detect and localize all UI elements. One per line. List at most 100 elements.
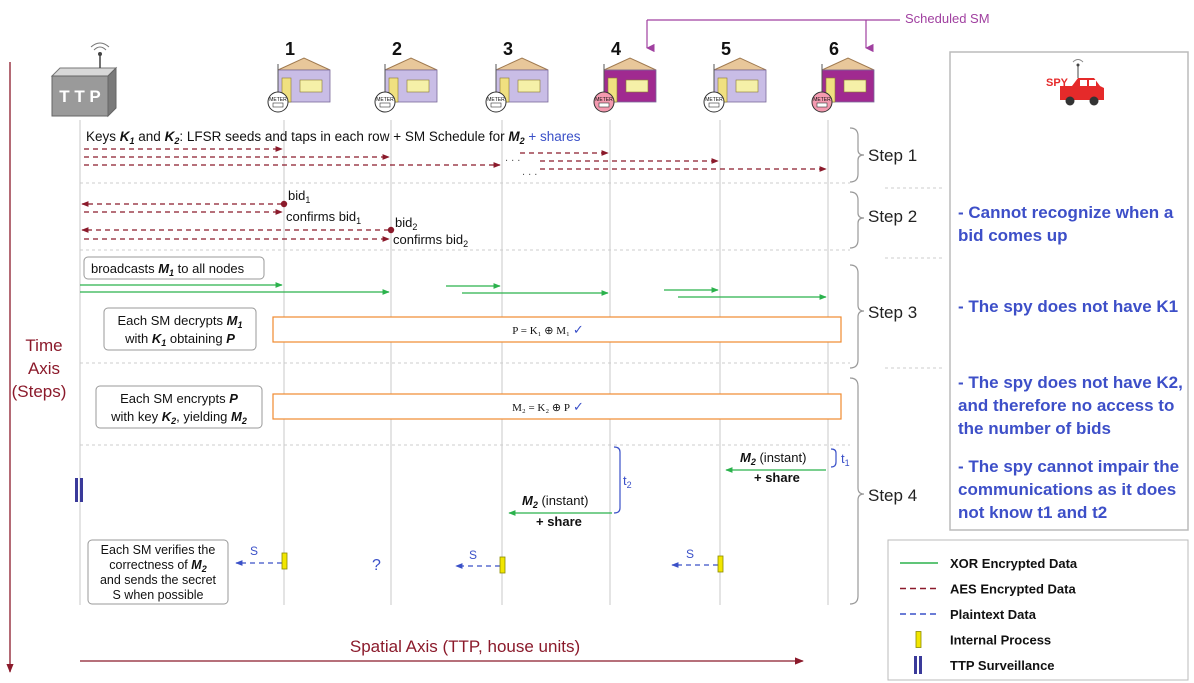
t1-label: t1	[841, 451, 850, 468]
spatial-axis: Spatial Axis (TTP, house units)	[80, 637, 804, 665]
secret-s-2: S	[469, 548, 477, 562]
share-1: + share	[754, 470, 800, 485]
svg-text:METER: METER	[595, 97, 613, 103]
encrypt-line-1: Each SM encrypts P	[120, 391, 238, 406]
decrypt-line-1: Each SM decrypts M1	[118, 313, 243, 330]
internal-process-1	[281, 552, 288, 570]
house-number: 2	[392, 39, 402, 59]
house-number: 6	[829, 39, 839, 59]
step-braces	[849, 127, 865, 605]
meter-icon: METER	[593, 91, 615, 113]
time-axis-line-1: Time	[25, 336, 62, 355]
verify-line-2: correctness of M2	[109, 558, 206, 574]
spy-note-1-line-1: - Cannot recognize when a	[958, 203, 1174, 222]
secret-s-1: S	[250, 544, 258, 558]
svg-text:METER: METER	[705, 97, 723, 103]
step-4-messages: Each SM encrypts P with key K2, yielding…	[75, 385, 850, 605]
legend-item: Plaintext Data	[900, 607, 1037, 622]
m2-instant-2: M2 (instant)	[522, 493, 588, 510]
house-number: 3	[503, 39, 513, 59]
spy-note-3-line-2: and therefore no access to	[958, 396, 1174, 415]
unknown-question-mark: ?	[372, 557, 381, 574]
legend-label: TTP Surveillance	[950, 658, 1055, 673]
encrypt-line-2: with key K2, yielding M2	[110, 409, 247, 426]
step-2-messages: bid1 confirms bid1 bid2 confirms bid2	[81, 188, 468, 249]
share-2: + share	[536, 514, 582, 529]
svg-text:METER: METER	[376, 97, 394, 103]
meter-icon: METER	[485, 91, 507, 113]
spy-note-4-line-1: - The spy cannot impair the	[958, 457, 1179, 476]
step-separators	[80, 182, 945, 446]
legend-label: Internal Process	[950, 633, 1051, 648]
m2-instant-1: M2 (instant)	[740, 450, 806, 467]
time-axis-line-2: Axis	[28, 359, 60, 378]
secret-s-3: S	[686, 547, 694, 561]
confirms-bid-2-label: confirms bid2	[393, 232, 468, 249]
confirms-bid-1-label: confirms bid1	[286, 209, 361, 226]
scheduled-sm-bracket: Scheduled SM	[646, 11, 990, 53]
t2-label: t2	[623, 473, 632, 490]
meter-icon: METER	[374, 91, 396, 113]
step-4-formula: M₂ = K₂ ⊕ P✓	[512, 399, 584, 414]
step-1-dots-1: . . .	[505, 152, 520, 164]
svg-text:METER: METER	[269, 97, 287, 103]
time-axis: Time Axis (Steps)	[6, 62, 67, 673]
spy-panel: SPY - Cannot recognize when a bid comes u…	[949, 51, 1189, 531]
legend-item: XOR Encrypted Data	[900, 556, 1078, 571]
legend-item: AES Encrypted Data	[900, 582, 1076, 597]
time-axis-line-3: (Steps)	[12, 382, 67, 401]
spy-note-4-line-3: not know t1 and t2	[958, 503, 1107, 522]
bid-1-label: bid1	[288, 188, 310, 205]
step-2-label: Step 2	[868, 207, 917, 226]
step-3-formula: P = K₁ ⊕ M₁✓	[512, 322, 583, 337]
house-number: 5	[721, 39, 731, 59]
spatial-axis-label: Spatial Axis (TTP, house units)	[350, 637, 580, 656]
verify-line-3: and sends the secret	[100, 573, 217, 587]
legend-label: Plaintext Data	[950, 607, 1037, 622]
spy-note-2-line-1: - The spy does not have K1	[958, 297, 1178, 316]
step-4-label: Step 4	[868, 486, 917, 505]
spy-note-3-line-1: - The spy does not have K2,	[958, 373, 1183, 392]
meter-icon: METER	[703, 91, 725, 113]
step-1-keys-text: Keys K1 and K2: LFSR seeds and taps in e…	[86, 129, 581, 146]
spy-note-4-line-2: communications as it does	[958, 480, 1176, 499]
spy-note-3-line-3: the number of bids	[958, 419, 1111, 438]
verify-line-1: Each SM verifies the	[101, 543, 216, 557]
spy-car-icon	[1060, 59, 1104, 106]
spy-label: SPY	[1046, 77, 1069, 89]
meter-icon: METER	[811, 91, 833, 113]
scheduled-sm-label: Scheduled SM	[905, 11, 990, 26]
bid-2-label: bid2	[395, 215, 417, 232]
meter-icon: METER	[267, 91, 289, 113]
legend-item: TTP Surveillance	[914, 656, 1055, 674]
svg-text:METER: METER	[487, 97, 505, 103]
ttp-surveillance-marker	[75, 478, 83, 502]
step-1-dots-2: . . .	[522, 166, 537, 178]
step-1-label: Step 1	[868, 146, 917, 165]
step-3-label: Step 3	[868, 303, 917, 322]
decrypt-line-2: with K1 obtaining P	[124, 331, 235, 348]
step-3-messages: broadcasts M1 to all nodes Each SM decry…	[80, 256, 842, 351]
internal-process-5	[717, 555, 724, 573]
ttp-label: T T P	[59, 87, 101, 106]
spy-note-1-line-2: bid comes up	[958, 226, 1068, 245]
step-1-messages: Keys K1 and K2: LFSR seeds and taps in e…	[84, 129, 827, 178]
verify-line-4: S when possible	[112, 588, 203, 602]
legend-item: Internal Process	[915, 631, 1051, 648]
broadcast-label: broadcasts M1 to all nodes	[91, 261, 245, 278]
svg-text:METER: METER	[813, 97, 831, 103]
ttp-node: T T P	[50, 42, 118, 118]
house-number: 4	[611, 39, 621, 59]
internal-process-3	[499, 556, 506, 574]
legend-label: XOR Encrypted Data	[950, 556, 1078, 571]
spy-notes: - Cannot recognize when a bid comes up - T…	[958, 203, 1183, 522]
